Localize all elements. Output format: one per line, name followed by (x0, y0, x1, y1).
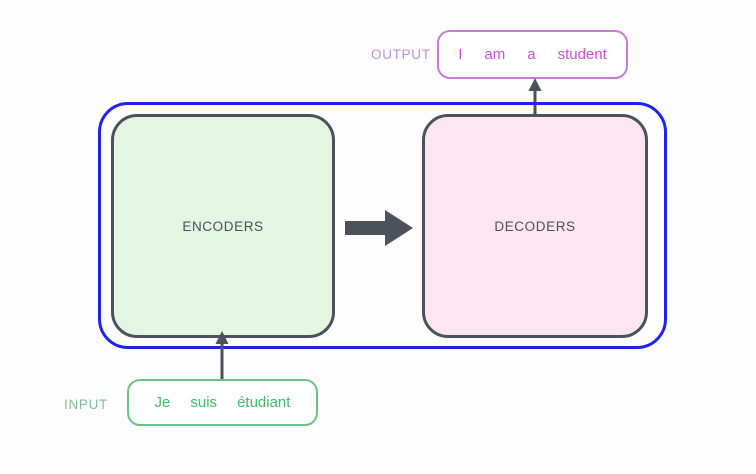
input-label: INPUT (64, 397, 108, 412)
encoders-label: ENCODERS (182, 218, 264, 234)
input-to-encoders-arrow (215, 331, 229, 380)
output-label: OUTPUT (371, 47, 431, 62)
encoders-to-decoders-arrow (345, 210, 413, 246)
model-container (98, 102, 667, 349)
encoders-block: ENCODERS (111, 114, 335, 338)
input-token: Je (154, 394, 171, 411)
input-token-box: Je suis étudiant (127, 379, 318, 426)
input-token: suis (190, 394, 218, 411)
output-token: am (484, 46, 506, 63)
decoders-label: DECODERS (494, 218, 576, 234)
output-token: student (557, 46, 607, 63)
input-token: étudiant (237, 394, 291, 411)
output-token-list: I am a student (447, 46, 618, 63)
output-token: I (458, 46, 463, 63)
decoders-block: DECODERS (422, 114, 648, 338)
output-token-box: I am a student (437, 30, 628, 79)
output-token: a (527, 46, 536, 63)
input-token-list: Je suis étudiant (145, 394, 301, 411)
